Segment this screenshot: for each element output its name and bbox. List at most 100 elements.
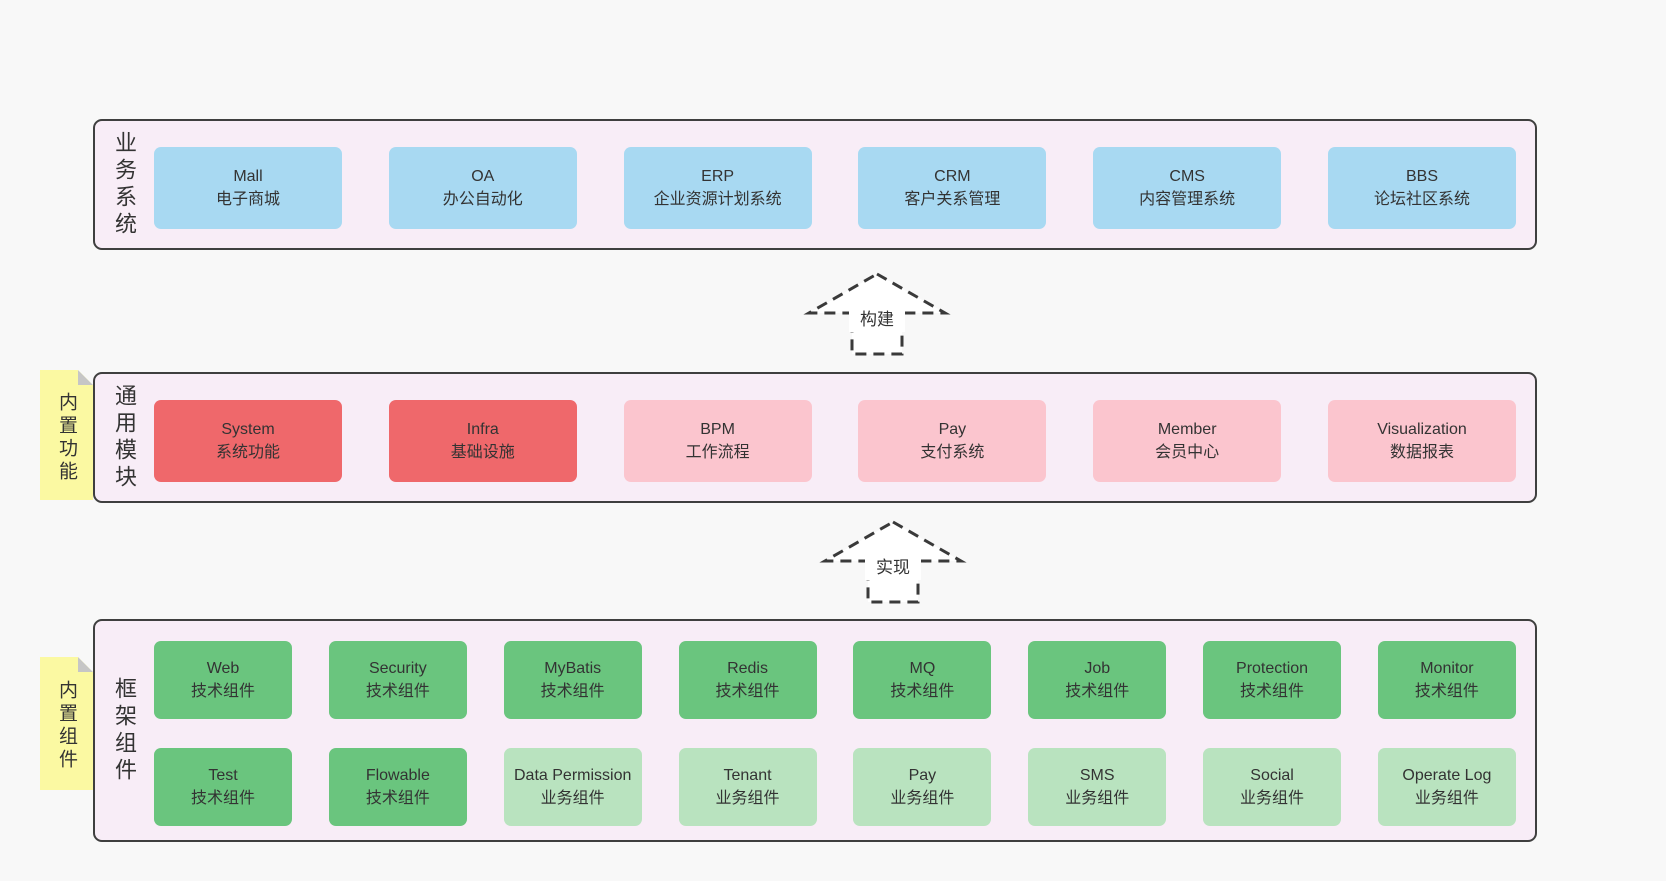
- box-title: Flowable: [365, 767, 430, 784]
- box-test: Test 技术组件: [154, 748, 292, 826]
- sticky-label: 内置组件: [56, 680, 77, 773]
- box-title: OA: [471, 168, 495, 185]
- box-monitor: Monitor 技术组件: [1377, 641, 1516, 719]
- box-subtitle: 技术组件: [190, 683, 255, 700]
- box-title: CRM: [934, 168, 971, 185]
- box-security: Security 技术组件: [328, 641, 467, 719]
- box-title: MQ: [909, 660, 936, 677]
- box-subtitle: 办公自动化: [442, 191, 523, 208]
- framework-components-row-2: Test 技术组件 Flowable 技术组件 Data Permission …: [154, 748, 1516, 826]
- box-member: Member 会员中心: [1093, 400, 1282, 482]
- arrow-label: 实现: [876, 558, 910, 577]
- box-web: Web 技术组件: [154, 641, 292, 719]
- box-title: Job: [1084, 660, 1111, 677]
- box-title: SMS: [1079, 767, 1115, 784]
- box-flowable: Flowable 技术组件: [328, 748, 467, 826]
- box-subtitle: 业务组件: [1414, 790, 1479, 807]
- box-title: Protection: [1236, 660, 1309, 677]
- box-title: BPM: [700, 421, 735, 438]
- box-title: Data Permission: [514, 767, 632, 784]
- box-subtitle: 电子商城: [215, 191, 280, 208]
- box-title: BBS: [1405, 168, 1438, 185]
- box-subtitle: 技术组件: [540, 683, 605, 700]
- band-common-modules: 通用模块 System 系统功能 Infra 基础设施 BPM 工作流程 Pay…: [93, 372, 1537, 503]
- box-subtitle: 业务组件: [540, 790, 605, 807]
- box-social: Social 业务组件: [1203, 748, 1342, 826]
- box-title: Social: [1250, 767, 1294, 784]
- box-subtitle: 论坛社区系统: [1373, 191, 1470, 208]
- box-title: Member: [1157, 421, 1217, 438]
- box-operate-log: Operate Log 业务组件: [1377, 748, 1516, 826]
- sticky-note-built-in-components: 内置组件: [40, 657, 93, 790]
- box-title: Mall: [233, 168, 263, 185]
- box-subtitle: 技术组件: [1414, 683, 1479, 700]
- business-systems-row: Mall 电子商城 OA 办公自动化 ERP 企业资源计划系统 CRM 客户关系…: [154, 147, 1516, 229]
- common-modules-row: System 系统功能 Infra 基础设施 BPM 工作流程 Pay 支付系统…: [154, 400, 1516, 482]
- box-subtitle: 数据报表: [1389, 444, 1454, 461]
- box-subtitle: 业务组件: [890, 790, 955, 807]
- box-subtitle: 技术组件: [715, 683, 780, 700]
- box-title: Test: [208, 767, 238, 784]
- box-subtitle: 工作流程: [685, 444, 750, 461]
- box-title: Web: [206, 660, 240, 677]
- box-system: System 系统功能: [154, 400, 342, 482]
- box-subtitle: 支付系统: [920, 444, 985, 461]
- box-subtitle: 客户关系管理: [904, 191, 1001, 208]
- box-title: Monitor: [1420, 660, 1474, 677]
- box-oa: OA 办公自动化: [388, 147, 577, 229]
- box-title: System: [221, 421, 275, 438]
- box-subtitle: 系统功能: [215, 444, 280, 461]
- box-title: Redis: [727, 660, 768, 677]
- band-label-framework-components: 框架组件: [112, 676, 137, 785]
- box-tenant: Tenant 业务组件: [678, 748, 817, 826]
- box-subtitle: 企业资源计划系统: [653, 191, 782, 208]
- box-title: Security: [368, 660, 427, 677]
- box-subtitle: 技术组件: [190, 790, 255, 807]
- box-mybatis: MyBatis 技术组件: [503, 641, 642, 719]
- box-mq: MQ 技术组件: [853, 641, 992, 719]
- box-mall: Mall 电子商城: [154, 147, 342, 229]
- box-infra: Infra 基础设施: [388, 400, 577, 482]
- implement-arrow: 实现: [819, 520, 967, 604]
- box-erp: ERP 企业资源计划系统: [623, 147, 812, 229]
- box-protection: Protection 技术组件: [1203, 641, 1342, 719]
- box-title: MyBatis: [544, 660, 602, 677]
- box-pay-component: Pay 业务组件: [853, 748, 992, 826]
- box-title: Visualization: [1377, 421, 1467, 438]
- box-data-permission: Data Permission 业务组件: [503, 748, 642, 826]
- band-label-business-systems: 业务系统: [112, 130, 137, 239]
- box-subtitle: 会员中心: [1155, 444, 1220, 461]
- box-pay: Pay 支付系统: [858, 400, 1047, 482]
- band-business-systems: 业务系统 Mall 电子商城 OA 办公自动化 ERP 企业资源计划系统 CRM…: [93, 119, 1537, 250]
- box-bpm: BPM 工作流程: [623, 400, 812, 482]
- box-title: CMS: [1169, 168, 1205, 185]
- box-subtitle: 技术组件: [1240, 683, 1305, 700]
- box-visualization: Visualization 数据报表: [1327, 400, 1516, 482]
- box-subtitle: 技术组件: [890, 683, 955, 700]
- box-title: Pay: [938, 421, 967, 438]
- folded-corner: [78, 370, 93, 385]
- box-bbs: BBS 论坛社区系统: [1327, 147, 1516, 229]
- box-redis: Redis 技术组件: [678, 641, 817, 719]
- band-framework-components: 框架组件 Web 技术组件 Security 技术组件 MyBatis 技术组件…: [93, 619, 1537, 842]
- box-job: Job 技术组件: [1028, 641, 1167, 719]
- box-subtitle: 内容管理系统: [1139, 191, 1236, 208]
- box-crm: CRM 客户关系管理: [858, 147, 1047, 229]
- box-subtitle: 基础设施: [450, 444, 515, 461]
- arrow-label: 构建: [860, 310, 894, 329]
- box-subtitle: 业务组件: [1065, 790, 1130, 807]
- box-subtitle: 技术组件: [365, 790, 430, 807]
- box-subtitle: 业务组件: [1240, 790, 1305, 807]
- box-title: Tenant: [723, 767, 772, 784]
- box-subtitle: 业务组件: [715, 790, 780, 807]
- box-subtitle: 技术组件: [1065, 683, 1130, 700]
- box-subtitle: 技术组件: [365, 683, 430, 700]
- box-title: ERP: [701, 168, 735, 185]
- sticky-label: 内置功能: [56, 391, 77, 484]
- box-title: Infra: [466, 421, 499, 438]
- band-label-common-modules: 通用模块: [112, 383, 137, 492]
- build-arrow: 构建: [803, 272, 951, 356]
- framework-components-row-1: Web 技术组件 Security 技术组件 MyBatis 技术组件 Redi…: [154, 641, 1516, 719]
- box-title: Pay: [908, 767, 937, 784]
